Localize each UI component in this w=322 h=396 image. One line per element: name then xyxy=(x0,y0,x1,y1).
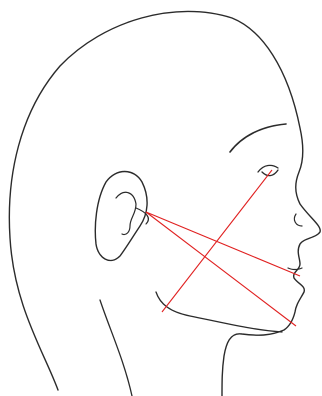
head-outline xyxy=(9,11,320,396)
guide-line-ear-to-mouth xyxy=(146,212,300,276)
mouth-line xyxy=(288,268,302,270)
jaw-line xyxy=(156,292,282,332)
eye-lid xyxy=(258,165,278,172)
ear-outer xyxy=(95,172,147,261)
neck-line xyxy=(100,300,132,396)
brow-line xyxy=(230,124,286,152)
nostril xyxy=(294,214,302,226)
guide-line-ear-to-chin xyxy=(146,212,296,326)
ear-inner xyxy=(116,192,136,234)
guide-line-eye-to-jaw xyxy=(162,170,272,312)
